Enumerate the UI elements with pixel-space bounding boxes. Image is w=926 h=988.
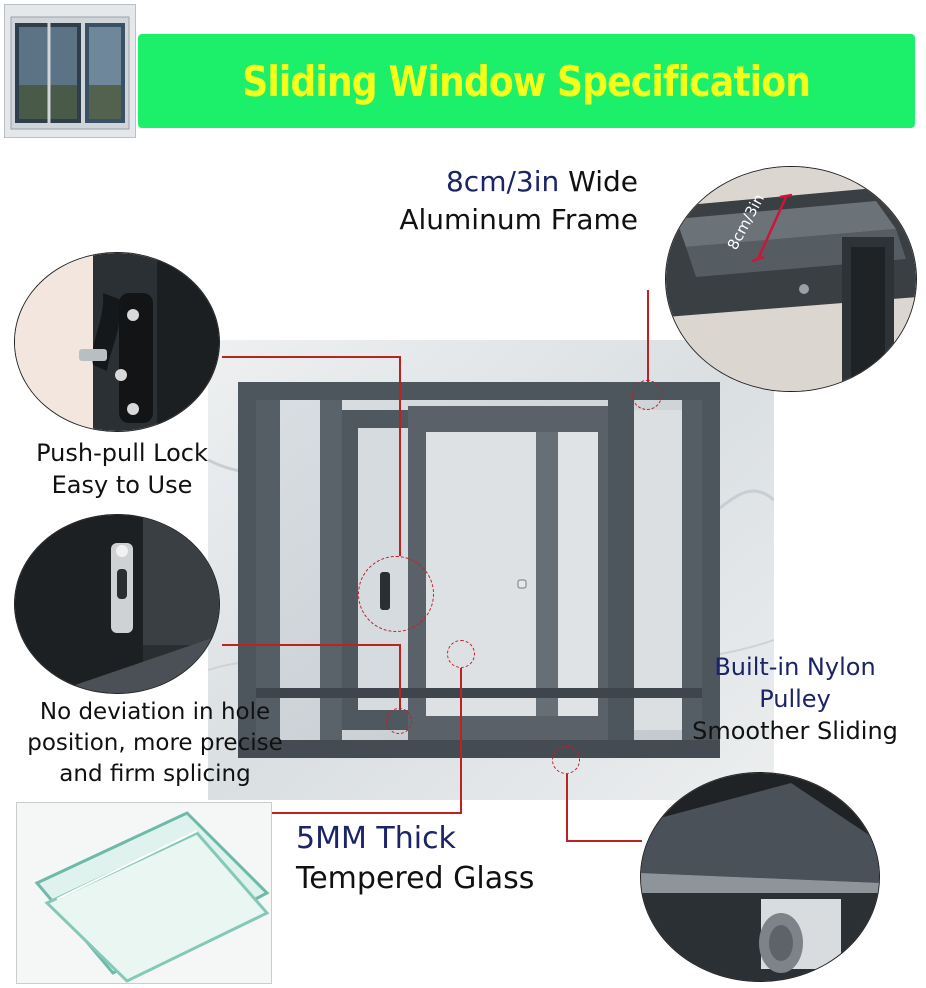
glass-callout-line-h <box>272 812 462 814</box>
lock-callout-line-v <box>399 356 401 556</box>
lock-callout-marker <box>358 556 434 632</box>
hole-label-line1: No deviation in hole <box>39 699 271 725</box>
frame-callout-line <box>647 290 649 382</box>
pulley-callout-line-v <box>566 774 568 840</box>
lock-callout-line-h <box>222 356 400 358</box>
glass-callout-line-v <box>460 668 462 814</box>
glass-label-line1: 5MM Thick <box>296 821 456 856</box>
frame-callout-marker <box>632 380 662 410</box>
hole-callout-line-h <box>222 644 400 646</box>
hole-callout-line-v <box>399 644 401 710</box>
nylon-pulley-callout-image <box>640 772 880 982</box>
pulley-callout-marker <box>552 746 580 774</box>
title-banner: Sliding Window Specification <box>138 34 915 128</box>
push-pull-lock-callout-image <box>14 252 220 432</box>
pulley-label-line1: Built-in Nylon <box>714 653 876 681</box>
pulley-callout-line-h <box>566 840 642 842</box>
hole-label-line2: position, more precise <box>27 730 283 756</box>
pulley-label-line3: Smoother Sliding <box>692 717 898 745</box>
lock-label-line2: Easy to Use <box>51 471 193 499</box>
lock-label-line1: Push-pull Lock <box>36 439 208 467</box>
frame-width-text: Wide <box>559 165 638 198</box>
tempered-glass-image <box>16 802 272 984</box>
frame-material-label: Aluminum Frame <box>399 203 638 236</box>
hole-position-callout-image <box>14 514 220 694</box>
hole-callout-marker <box>386 708 412 734</box>
window-thumbnail-image <box>4 4 136 138</box>
frame-width-value: 8cm/3in <box>445 165 560 198</box>
hole-label-line3: and firm splicing <box>59 761 251 787</box>
frame-width-label: 8cm/3in Wide <box>420 166 638 197</box>
glass-label-line2: Tempered Glass <box>296 861 535 896</box>
sliding-window-main-image <box>207 340 775 800</box>
glass-callout-marker <box>447 640 475 668</box>
pulley-label-line2: Pulley <box>759 685 831 713</box>
page-title: Sliding Window Specification <box>242 56 812 106</box>
frame-corner-callout-image: 8cm/3in <box>665 166 917 392</box>
